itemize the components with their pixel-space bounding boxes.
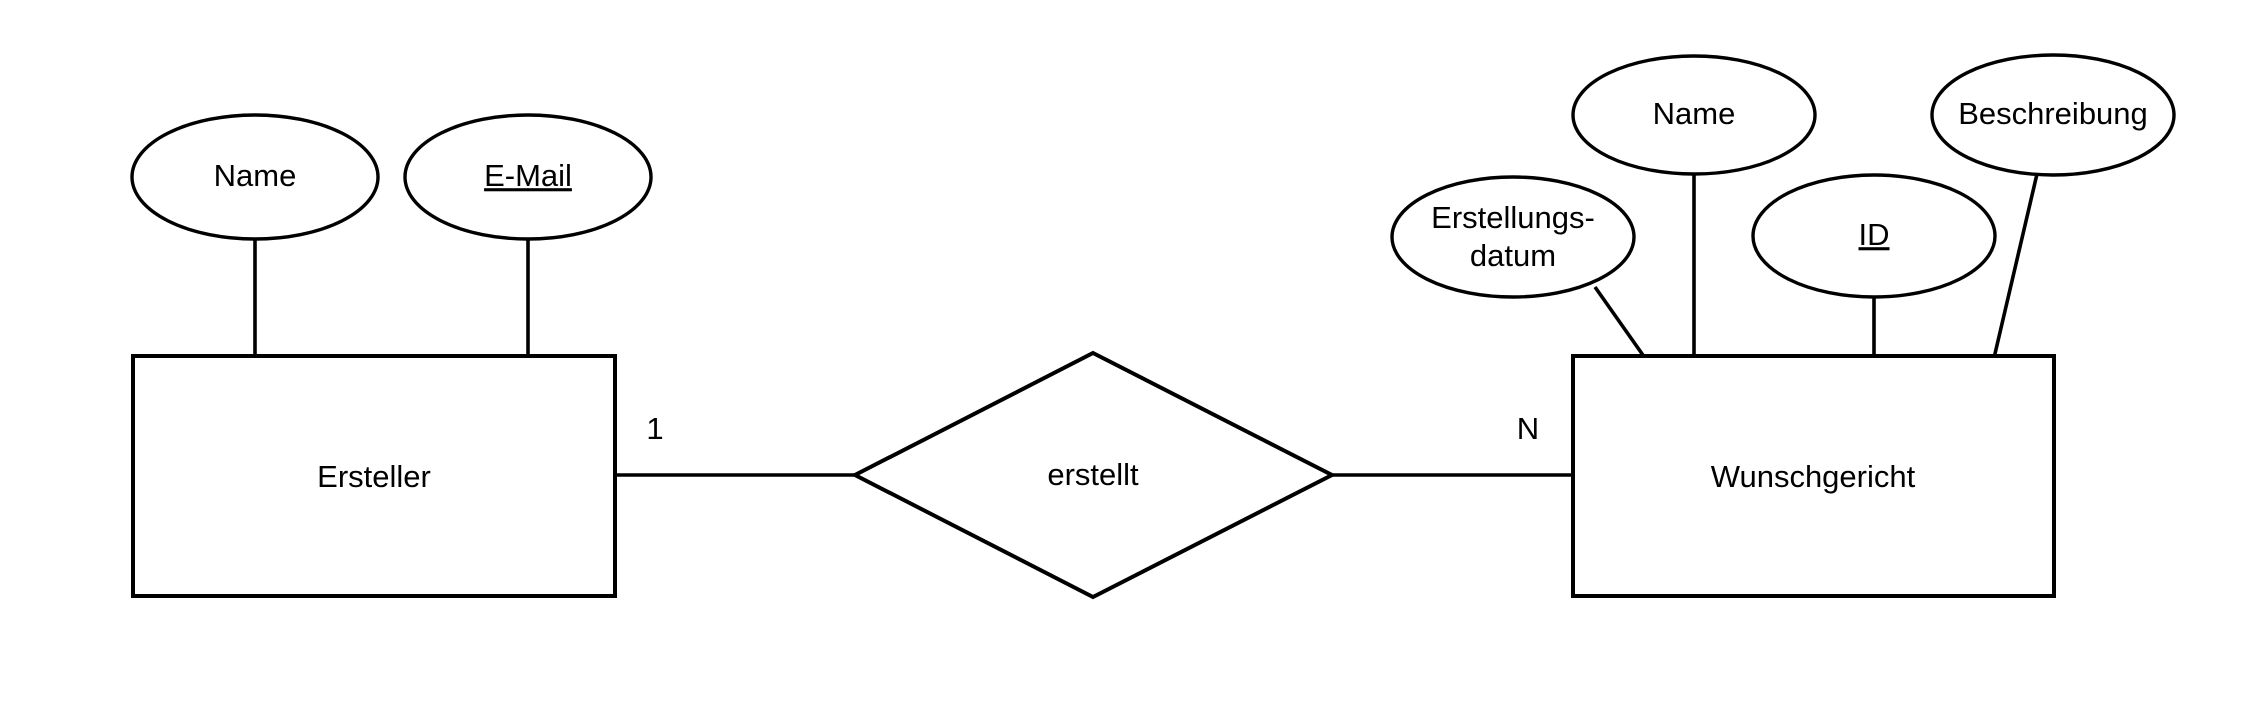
- entity-wunschgericht-label: Wunschgericht: [1711, 459, 1916, 494]
- attribute-wunschgericht-id-ellipse[interactable]: [1751, 173, 1997, 299]
- connector-wunschgericht-erstellungsdatum: [1593, 285, 1647, 360]
- attribute-ersteller-name-ellipse[interactable]: [130, 113, 380, 241]
- attribute-ersteller-name-label: Name: [214, 158, 297, 193]
- attribute-wunschgericht-id-label: ID: [1859, 217, 1890, 252]
- attribute-ersteller-email-label: E-Mail: [484, 158, 572, 193]
- entity-ersteller-box[interactable]: [131, 354, 617, 598]
- attribute-wunschgericht-name-ellipse[interactable]: [1571, 54, 1817, 176]
- attribute-ersteller-name[interactable]: Name: [130, 113, 380, 241]
- connector-wunschgericht-beschreibung: [1992, 173, 2039, 359]
- cardinality-label-left: 1: [646, 411, 663, 446]
- cardinality-label-right: N: [1517, 411, 1539, 446]
- attribute-wunschgericht-beschreibung[interactable]: Beschreibung: [1930, 53, 2176, 177]
- attribute-wunschgericht-name[interactable]: Name: [1571, 54, 1817, 176]
- attribute-wunschgericht-erstellungsdatum-ellipse[interactable]: [1390, 175, 1636, 299]
- attribute-wunschgericht-name-label: Name: [1653, 96, 1736, 131]
- attribute-wunschgericht-erstellungsdatum[interactable]: Erstellungs- datum: [1390, 175, 1636, 299]
- attribute-wunschgericht-beschreibung-label: Beschreibung: [1958, 96, 2148, 131]
- entity-ersteller[interactable]: Ersteller: [131, 354, 617, 598]
- attribute-wunschgericht-erstellungsdatum-label-line2: datum: [1470, 238, 1556, 273]
- attribute-ersteller-email[interactable]: E-Mail: [403, 113, 653, 241]
- relationship-erstellt-label: erstellt: [1047, 457, 1139, 492]
- attribute-wunschgericht-id[interactable]: ID: [1751, 173, 1997, 299]
- attribute-ersteller-email-ellipse[interactable]: [403, 113, 653, 241]
- entity-wunschgericht-box[interactable]: [1571, 354, 2056, 598]
- entity-wunschgericht[interactable]: Wunschgericht: [1571, 354, 2056, 598]
- relationship-erstellt[interactable]: erstellt: [850, 350, 1337, 600]
- relationship-erstellt-diamond[interactable]: [850, 350, 1337, 600]
- entity-ersteller-label: Ersteller: [317, 459, 431, 494]
- attribute-wunschgericht-beschreibung-ellipse[interactable]: [1930, 53, 2176, 177]
- attribute-wunschgericht-erstellungsdatum-label-line1: Erstellungs-: [1431, 200, 1595, 235]
